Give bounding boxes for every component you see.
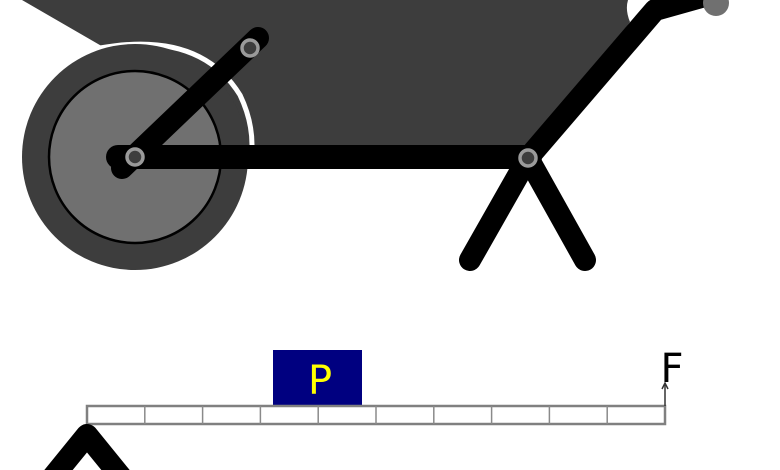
load-label: P	[308, 358, 332, 404]
fulcrum-icon	[44, 424, 130, 470]
wheelbarrow-tray	[22, 0, 630, 158]
leg-pivot-icon	[518, 148, 538, 168]
wheelbarrow	[22, 0, 729, 271]
lever-diagram: P F	[44, 346, 684, 470]
beam-segment-dividers	[144, 406, 608, 424]
load-box	[273, 350, 362, 405]
wheel-guard-highlight	[99, 41, 255, 146]
handle-bar	[519, 0, 715, 166]
force-arrowhead-icon	[661, 381, 669, 390]
rear-leg	[517, 147, 596, 271]
force-label: F	[660, 346, 683, 392]
axle-pivot-icon	[125, 147, 145, 167]
handle-grip	[703, 0, 729, 16]
front-leg	[459, 147, 539, 271]
strut-pivot-icon	[240, 38, 260, 58]
